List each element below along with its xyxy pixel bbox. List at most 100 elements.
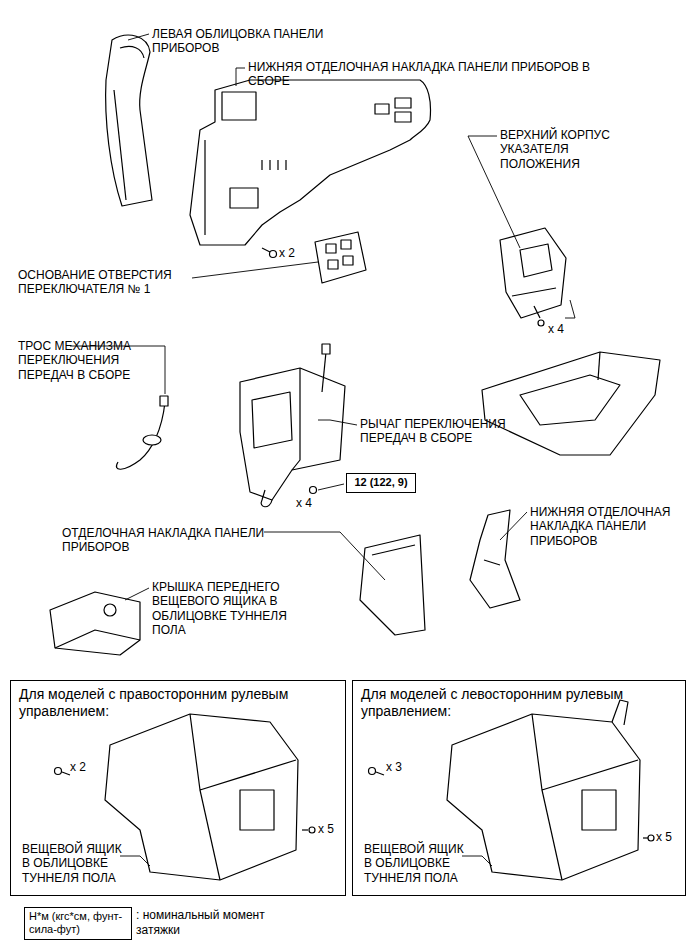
node-text: Для моделей с левосторонним рулевым упра… <box>361 686 677 720</box>
leader-line <box>70 34 575 866</box>
shift-lever-assembly <box>322 352 326 392</box>
lower-panel-finish-plate <box>470 510 520 608</box>
console-box-cover <box>50 592 140 655</box>
part-name: ВЕЩЕВОЙ ЯЩИК В ОБЛИЦОВКЕ ТУННЕЛЯ ПОЛА <box>364 842 464 885</box>
lower-panel-trim-assembly <box>190 80 431 245</box>
shift-cable <box>116 396 168 469</box>
console-box-lhd <box>542 790 562 880</box>
switch-hole-base <box>328 260 338 269</box>
console-box-cover <box>104 604 116 616</box>
lower-panel-trim-assembly <box>230 188 258 208</box>
switch-hole-base <box>315 232 366 283</box>
part-name: ОСНОВАНИЕ ОТВЕРСТИЯ ПЕРЕКЛЮЧАТЕЛЯ № 1 <box>18 268 193 297</box>
quantity-mark: x 2 <box>70 760 86 774</box>
console-box-lhd <box>532 714 638 790</box>
console-box-rhd <box>62 772 70 775</box>
lower-panel-trim-assembly <box>375 104 389 114</box>
quantity-mark: x 4 <box>296 496 312 510</box>
node-text: Для моделей с правосторонним рулевым упр… <box>19 686 337 720</box>
position-indicator-housing <box>538 320 544 326</box>
bolt-symbol <box>262 248 277 258</box>
panel-finish-plate <box>372 545 415 555</box>
leader-line <box>120 856 150 866</box>
left-trim-panel <box>120 46 144 58</box>
console-box-rhd <box>200 790 220 880</box>
legend-entry: : номинальный момент затяжки <box>136 908 266 938</box>
shift-lever-assembly <box>322 344 330 354</box>
quantity-mark: x 5 <box>318 822 334 836</box>
leader-line <box>318 420 357 425</box>
console-box-rhd <box>240 790 274 830</box>
panel-finish-plate <box>360 535 425 635</box>
shift-cable <box>143 435 161 445</box>
shift-lever-assembly <box>240 368 345 500</box>
console-box-cover <box>55 630 140 648</box>
console-box-rhd <box>55 768 62 775</box>
lower-panel-finish-plate <box>484 560 500 565</box>
leader-line <box>192 262 318 278</box>
part-name: ВЕЩЕВОЙ ЯЩИК В ОБЛИЦОВКЕ ТУННЕЛЯ ПОЛА <box>22 842 122 885</box>
torque-box: 12 (122, 9) <box>346 473 416 493</box>
part-name: ЛЕВАЯ ОБЛИЦОВКА ПАНЕЛИ ПРИБОРОВ <box>152 27 337 56</box>
console-panel <box>482 352 660 455</box>
quantity-mark: x 4 <box>548 322 564 336</box>
switch-hole-base <box>315 232 366 283</box>
console-panel <box>598 352 600 380</box>
shift-cable <box>116 402 165 469</box>
part-name: НИЖНЯЯ ОТДЕЛОЧНАЯ НАКЛАДКА ПАНЕЛИ ПРИБОР… <box>248 60 620 89</box>
quantity-mark: x 2 <box>279 246 295 260</box>
leader-line <box>565 300 575 318</box>
console-box-cover <box>50 592 140 655</box>
switch-hole-base <box>343 256 353 265</box>
part-name: ВЕРХНИЙ КОРПУС УКАЗАТЕЛЯ ПОЛОЖЕНИЯ <box>500 128 635 171</box>
quantity-mark: x 5 <box>656 830 672 844</box>
leader-line <box>128 34 149 40</box>
console-box-lhd <box>612 700 628 725</box>
shift-cable <box>160 396 168 406</box>
leader-line <box>318 484 344 490</box>
leader-line <box>462 856 492 866</box>
console-box-rhd <box>190 714 296 790</box>
shift-lever-assembly <box>310 487 317 494</box>
position-indicator-housing <box>520 244 552 277</box>
node-text: 12 (122, 9) <box>351 476 411 489</box>
part-name: РЫЧАГ ПЕРЕКЛЮЧЕНИЯ ПЕРЕДАЧ В СБОРЕ <box>360 417 535 446</box>
console-box-lhd <box>376 772 384 775</box>
position-indicator-housing <box>500 228 566 318</box>
legend-text: : номинальный момент затяжки <box>136 908 265 937</box>
lower-panel-trim-assembly <box>222 92 256 120</box>
console-box-lhd <box>643 837 648 838</box>
console-panel <box>520 375 620 425</box>
switch-hole-base <box>326 244 336 253</box>
leader-line <box>125 588 149 600</box>
console-box-rhd <box>302 829 308 830</box>
position-indicator-housing <box>512 288 556 296</box>
leader-line <box>264 532 385 580</box>
panel-finish-plate <box>360 535 425 635</box>
part-name: КРЫШКА ПЕРЕДНЕГО ВЕЩЕВОГО ЯЩИКА В ОБЛИЦО… <box>152 580 297 638</box>
switch-hole-base <box>341 240 351 249</box>
console-panel <box>482 352 660 455</box>
position-indicator-housing <box>500 228 566 326</box>
console-box-rhd <box>105 714 298 880</box>
lower-panel-trim-assembly <box>190 80 431 245</box>
lower-panel-trim-assembly <box>395 112 411 122</box>
leader-line <box>500 512 527 540</box>
lower-panel-trim-assembly <box>395 98 411 108</box>
leader-line <box>236 68 245 86</box>
console-box-lhd <box>447 714 640 880</box>
console-box-rhd <box>309 827 315 833</box>
console-box-lhd <box>648 835 654 841</box>
left-trim-panel <box>106 35 152 206</box>
bolt-symbol <box>270 251 277 258</box>
shift-lever-assembly <box>292 368 300 470</box>
node-text: Н*м (кгс*см, фунт-сила-фут) <box>29 910 127 936</box>
part-name: НИЖНЯЯ ОТДЕЛОЧНАЯ НАКЛАДКА ПАНЕЛИ ПРИБОР… <box>530 505 675 548</box>
left-trim-panel <box>106 35 152 206</box>
shift-lever-assembly <box>240 344 345 507</box>
part-name: ТРОС МЕХАНИЗМА ПЕРЕКЛЮЧЕНИЯ ПЕРЕДАЧ В СБ… <box>18 339 143 382</box>
lower-panel-finish-plate <box>470 510 520 608</box>
